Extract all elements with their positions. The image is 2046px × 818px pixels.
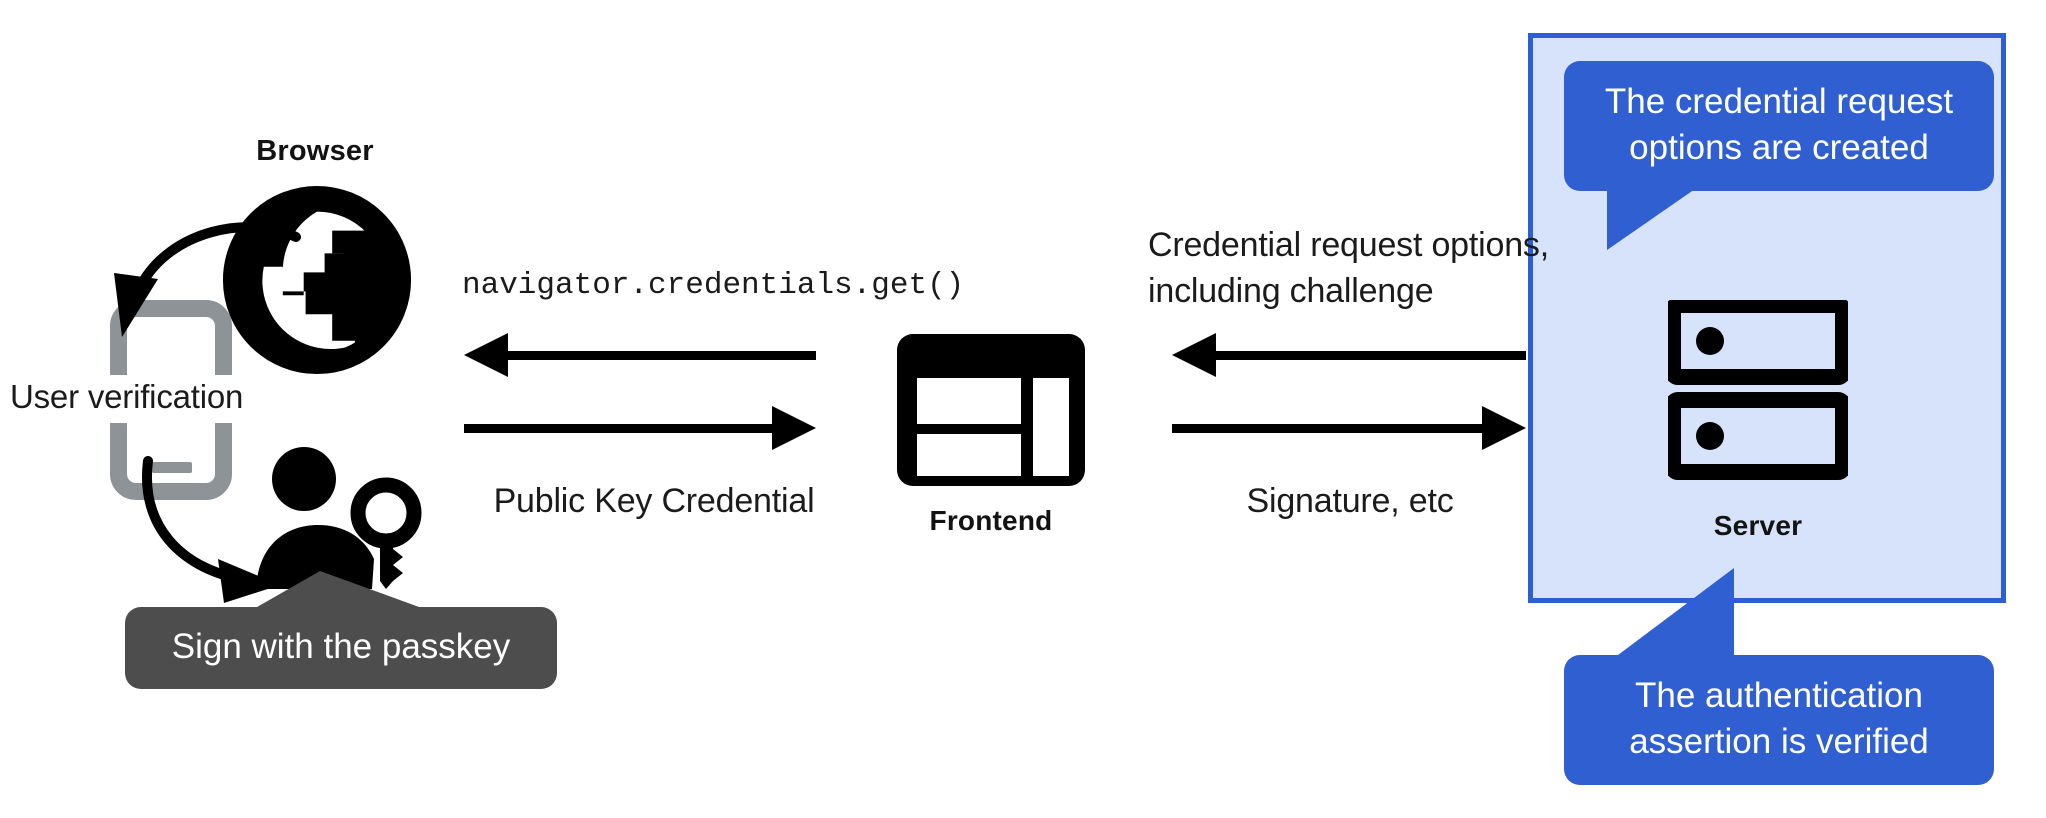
credential-request-options-label: Credential request options, includ​ing c…: [1148, 226, 1549, 310]
arrow-left-icon: [464, 333, 508, 377]
user-verification-text-backdrop: [96, 375, 256, 423]
arrow-shaft: [1214, 351, 1526, 360]
server-label: Server: [1713, 510, 1803, 541]
arrow-shaft: [1172, 424, 1484, 433]
browser-label: Browser: [256, 135, 374, 167]
navigator-credentials-get-label: navigator.credentials.get(): [462, 268, 965, 303]
arrow-shaft: [506, 351, 816, 360]
callout-bottom-tail: [1614, 568, 1734, 658]
arrow-shaft: [464, 424, 774, 433]
signature-etc-label: Signature, etc: [1246, 482, 1454, 520]
callout-authentication-assertion: The authentication assertion is verified: [1564, 655, 1994, 785]
callout-credential-request-options: The credential request options are creat…: [1564, 61, 1994, 191]
arrow-right-icon: [772, 406, 816, 450]
arrow-left-icon: [1172, 333, 1216, 377]
frontend-label: Frontend: [929, 505, 1053, 536]
smartphone-home-indicator: [152, 462, 192, 473]
web-layout-icon: [893, 330, 1089, 490]
globe-icon: [222, 185, 412, 375]
arrow-right-icon: [1482, 406, 1526, 450]
passkey-tooltip-tail: [250, 571, 430, 611]
user-verification-label: User verification: [10, 378, 244, 415]
public-key-credential-label: Public Key Credential: [493, 482, 815, 520]
server-racks-icon: [1665, 297, 1851, 480]
sign-with-passkey-tooltip: Sign with the passkey: [125, 607, 557, 689]
arrow-device-to-user-icon: [100, 455, 330, 615]
arrow-browser-to-device-icon: [100, 215, 320, 375]
